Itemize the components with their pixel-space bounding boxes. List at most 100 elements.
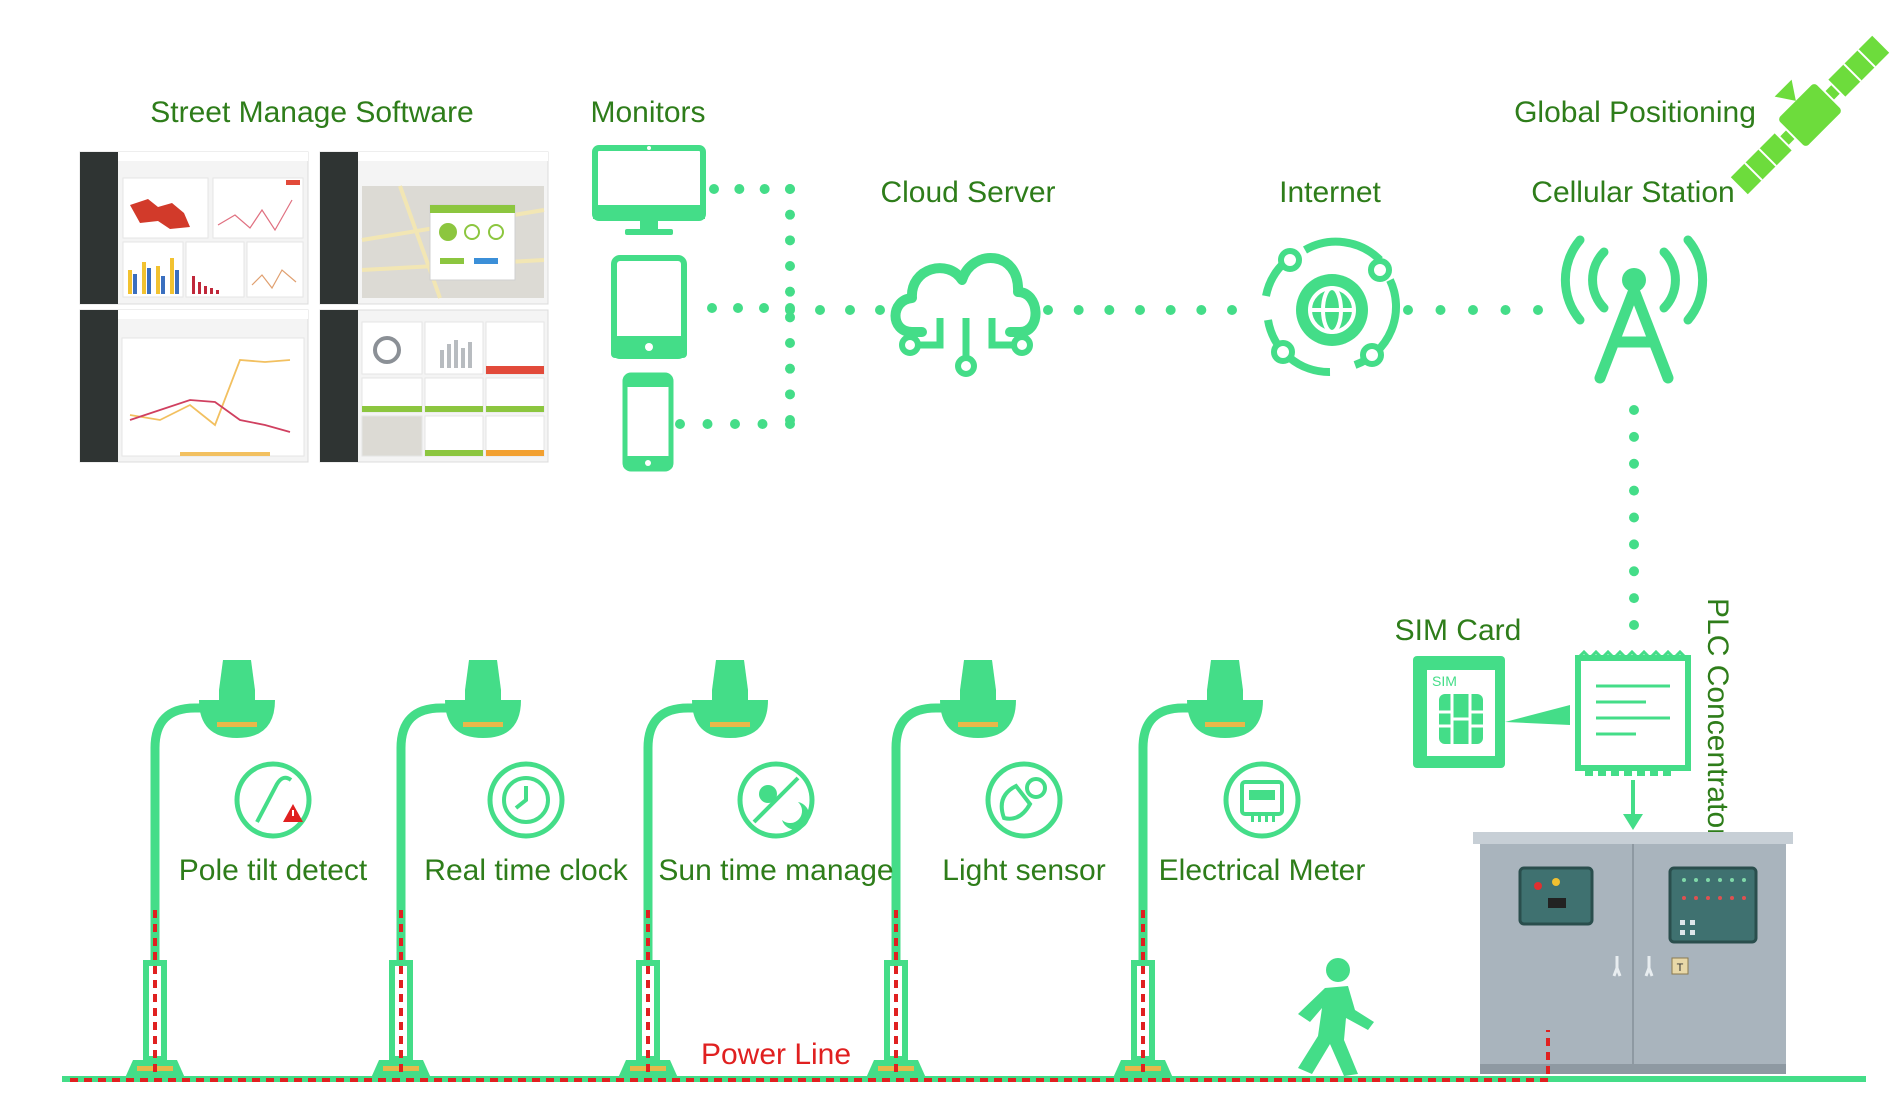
connector-dot (785, 363, 795, 374)
connector-dot (734, 184, 745, 194)
streetlight-4 (866, 660, 1016, 1078)
feature-label: Light sensor (942, 854, 1105, 887)
connector-dot (845, 305, 855, 315)
streetlight-2 (371, 660, 521, 1078)
control-cabinet: T (1473, 832, 1793, 1074)
lamp-node-base (1207, 690, 1243, 700)
pole-shaft (150, 703, 211, 960)
feature-label: Real time clock (424, 854, 628, 887)
connector-dot (1629, 620, 1639, 630)
pole-shaft (891, 703, 952, 960)
connector-dot (1500, 305, 1511, 315)
connector-dot (1533, 305, 1543, 315)
software-screenshot-line-chart (79, 309, 309, 463)
connector-dot (785, 419, 795, 429)
pole-shaft (1138, 703, 1199, 960)
connector-dot (1073, 305, 1084, 315)
feature-5: Electrical Meter (1159, 761, 1366, 887)
connector-dot (759, 184, 770, 194)
connector-dot (785, 305, 795, 315)
streetlight-1 (125, 660, 275, 1078)
connector-dot (1403, 305, 1413, 315)
lamp-node (960, 660, 996, 690)
connector-dot (785, 261, 795, 271)
connector-dot (1196, 305, 1207, 315)
connector-dot (1629, 512, 1639, 523)
lamp-light (217, 722, 257, 727)
lamp-node-base (960, 690, 996, 700)
label-cloud-server: Cloud Server (880, 176, 1055, 209)
feature-4: Light sensor (942, 761, 1106, 887)
plc-concentrator-icon (1575, 649, 1691, 830)
software-screenshot-status-panels (319, 309, 549, 463)
ground-line (62, 1076, 1866, 1082)
cabinet-right-panel (1668, 866, 1758, 944)
connector-dot (759, 303, 769, 313)
connector-dot (733, 303, 743, 313)
connector-dot (757, 419, 768, 429)
lamp-light (710, 722, 750, 727)
software-screenshot-map (319, 151, 549, 305)
sim-chip-label: SIM (1432, 673, 1457, 689)
connector-dot (815, 305, 825, 315)
connector-dot (1104, 305, 1115, 315)
electrical-meter-icon (1223, 761, 1301, 839)
lamp-node-base (712, 690, 748, 700)
lamp-node-base (219, 690, 255, 700)
lamp-light (958, 722, 998, 727)
feature-label: Electrical Meter (1159, 854, 1366, 887)
lamp-node (219, 660, 255, 690)
pole-shaft (643, 703, 704, 960)
cloud-server-icon (890, 253, 1041, 377)
software-screenshot-dashboard (79, 151, 309, 305)
feature-3: Sun time manage (658, 761, 894, 887)
feature-2: Real time clock (424, 761, 629, 887)
lamp-head (1187, 700, 1263, 738)
label-power-line: Power Line (701, 1038, 851, 1071)
streetlights-group (125, 660, 1263, 1078)
connector-dot (675, 419, 685, 429)
label-monitors: Monitors (590, 96, 705, 129)
connector-dot (785, 209, 795, 220)
smartphone-icon (622, 372, 674, 472)
connector-dot (702, 419, 713, 429)
connector-dot (1629, 485, 1639, 496)
connector-dot (707, 303, 717, 313)
connector-dot (875, 305, 885, 315)
features-group: Pole tilt detect Real time clock Sun time … (179, 761, 1366, 887)
cabinet-tag-label: T (1677, 962, 1684, 974)
streetlight-3 (618, 660, 768, 1078)
light-sensor-icon (985, 761, 1063, 839)
lamp-node (465, 660, 501, 690)
label-cellular-station: Cellular Station (1531, 176, 1734, 209)
connector-dot (1135, 305, 1145, 315)
connector-dot (1629, 593, 1639, 604)
feature-1: Pole tilt detect (179, 761, 368, 887)
streetlight-5 (1113, 660, 1263, 1078)
pedestrian-icon (1298, 958, 1374, 1076)
feature-label: Sun time manage (658, 854, 893, 887)
connector-dot (1165, 305, 1176, 315)
cellular-tower-icon (1560, 235, 1708, 384)
connector-dot (785, 235, 795, 246)
connector-dot (1629, 405, 1639, 415)
lamp-node-base (465, 690, 501, 700)
pole-shaft (396, 703, 457, 960)
pole-tilt-icon (234, 761, 312, 839)
connector-dot (1435, 305, 1446, 315)
lamp-head (940, 700, 1016, 738)
connector-dot (785, 286, 795, 297)
satellite-icon (1730, 35, 1890, 195)
tablet-icon (611, 255, 687, 359)
connector-dot (1629, 458, 1639, 469)
connector-dot (785, 312, 795, 323)
label-sim-card: SIM Card (1395, 614, 1522, 647)
lamp-light (1205, 722, 1245, 727)
label-plc-concentrator: PLC Concentrator (1701, 598, 1734, 838)
sun-moon-icon (737, 761, 815, 839)
feature-label: Pole tilt detect (179, 854, 368, 887)
label-street-manage-software: Street Manage Software (150, 96, 474, 129)
power-line (70, 1030, 1550, 1082)
